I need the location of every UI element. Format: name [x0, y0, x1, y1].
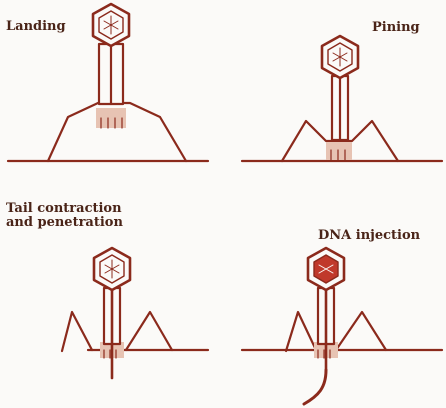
tail-fiber-right — [126, 312, 172, 350]
panel-tail-contraction — [62, 248, 208, 378]
tail-fiber-left — [286, 312, 316, 351]
panel-dna-injection — [242, 248, 442, 404]
tail-fiber-right — [336, 312, 386, 350]
baseplate — [326, 142, 352, 160]
panel-pining — [242, 36, 442, 161]
tail-fiber-left — [62, 312, 92, 351]
panel-landing — [8, 4, 208, 161]
injected-dna-strand — [304, 370, 326, 404]
